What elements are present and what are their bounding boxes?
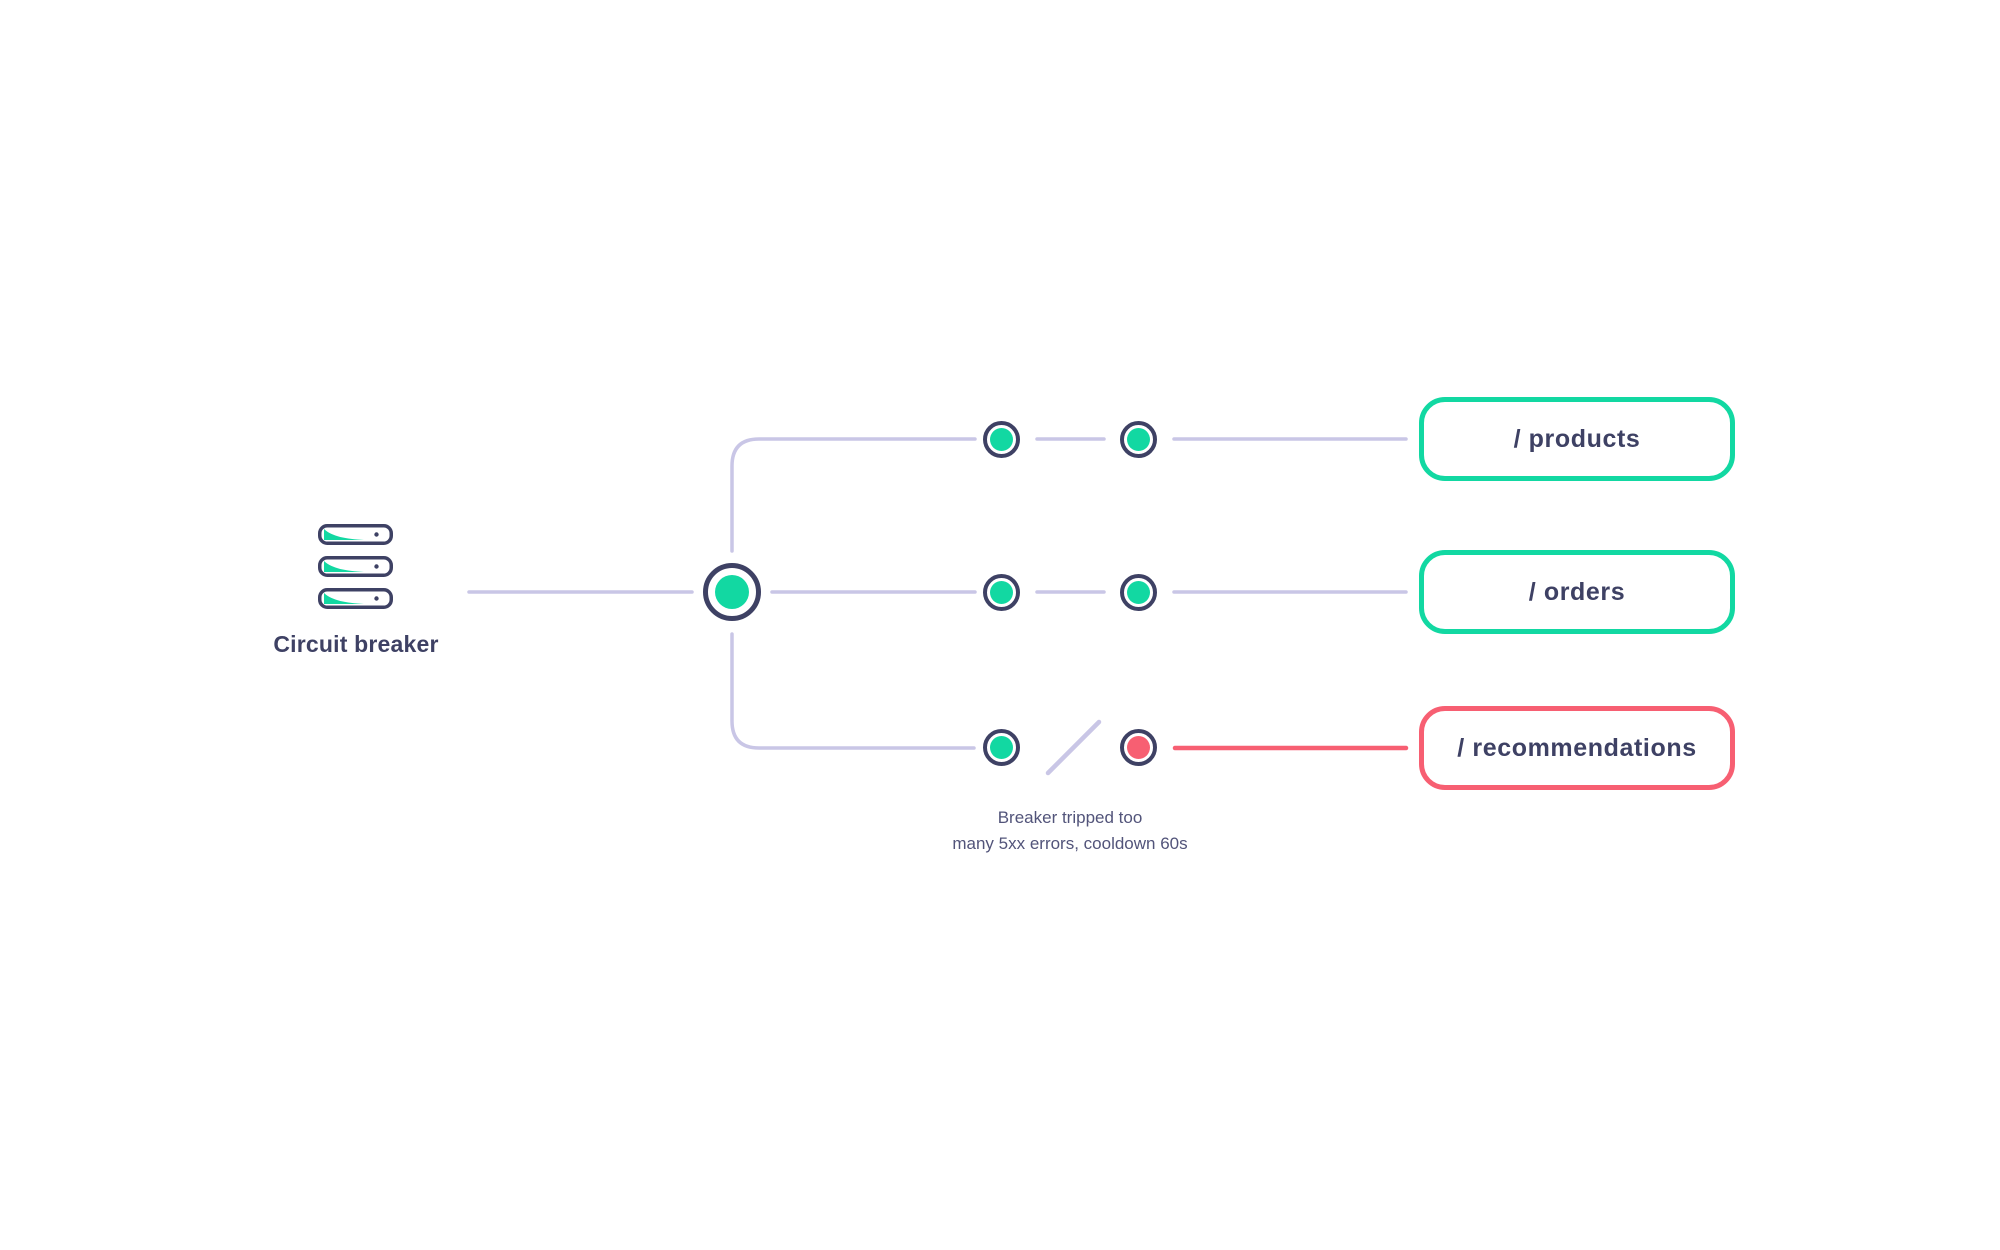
node-orders-1 bbox=[983, 574, 1020, 611]
endpoint-products: / products bbox=[1419, 397, 1735, 481]
endpoint-label: / orders bbox=[1528, 577, 1626, 606]
hub-node bbox=[703, 563, 761, 621]
node-orders-2 bbox=[1120, 574, 1157, 611]
endpoint-orders: / orders bbox=[1419, 550, 1735, 634]
breaker-note: Breaker tripped too many 5xx errors, coo… bbox=[820, 805, 1320, 857]
wire-hub-to-products bbox=[730, 437, 977, 553]
wire-hub-to-recommendations bbox=[730, 632, 976, 750]
server-unit bbox=[318, 556, 393, 577]
hub-node-status-dot bbox=[715, 575, 749, 609]
status-dot bbox=[990, 428, 1013, 451]
status-dot bbox=[990, 736, 1013, 759]
node-products-1 bbox=[983, 421, 1020, 458]
server-unit bbox=[318, 524, 393, 545]
status-dot bbox=[1127, 581, 1150, 604]
breaker-note-line1: Breaker tripped too bbox=[997, 808, 1143, 827]
node-products-2 bbox=[1120, 421, 1157, 458]
endpoint-label: / recommendations bbox=[1457, 733, 1697, 762]
breaker-note-line2: many 5xx errors, cooldown 60s bbox=[952, 834, 1188, 853]
breaker-open-slash-icon bbox=[1045, 719, 1102, 776]
source-label: Circuit breaker bbox=[273, 631, 439, 657]
node-recommendations-1 bbox=[983, 729, 1020, 766]
node-recommendations-2 bbox=[1120, 729, 1157, 766]
status-dot bbox=[1127, 428, 1150, 451]
server-stack-icon bbox=[318, 524, 393, 609]
endpoint-recommendations: / recommendations bbox=[1419, 706, 1735, 790]
server-unit bbox=[318, 588, 393, 609]
status-dot bbox=[1127, 736, 1150, 759]
endpoint-label: / products bbox=[1513, 424, 1641, 453]
status-dot bbox=[990, 581, 1013, 604]
